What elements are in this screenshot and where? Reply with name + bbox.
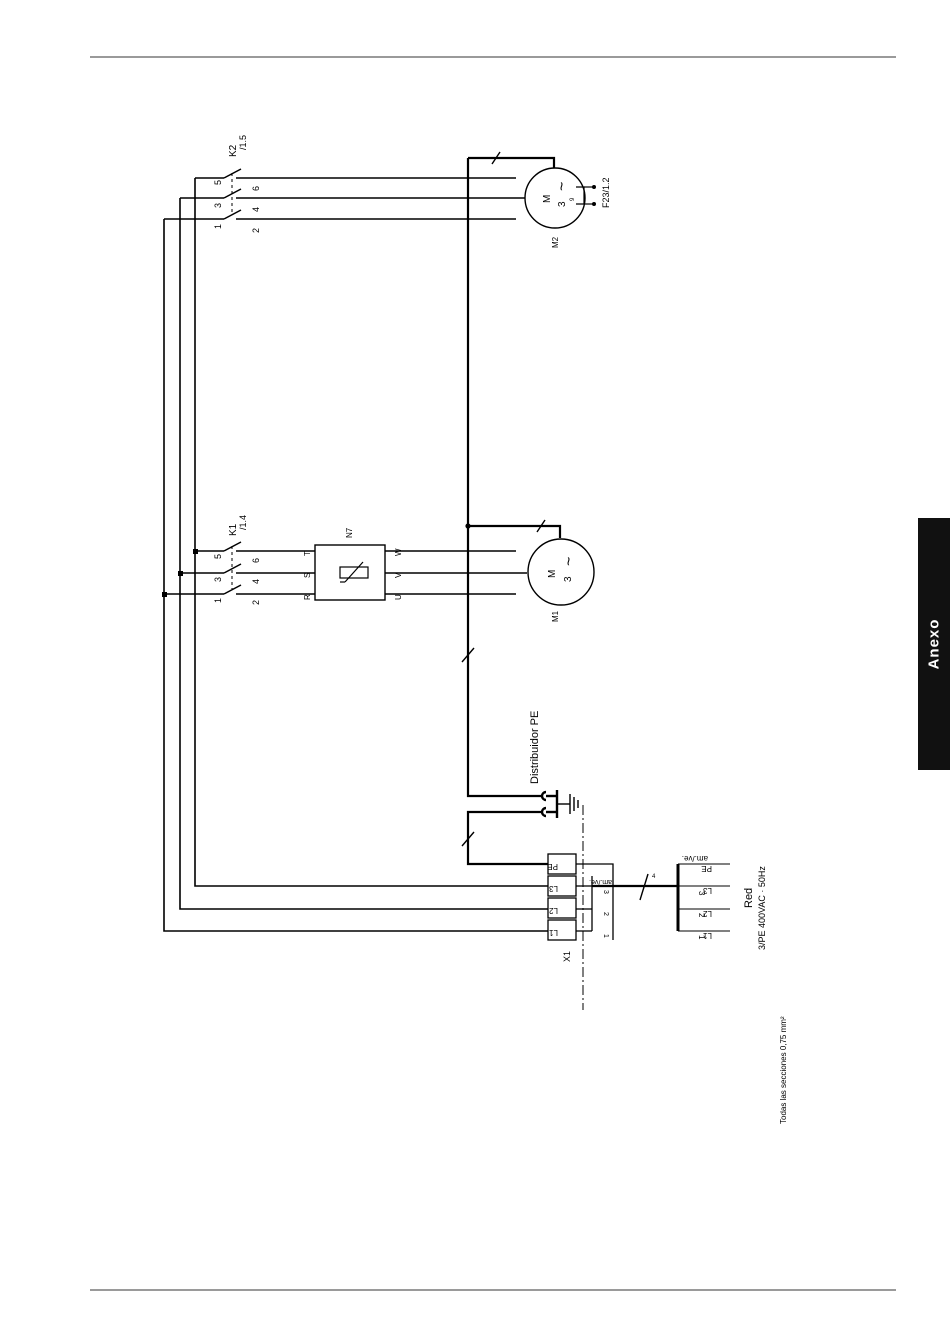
x1-field-2: 2 (602, 912, 609, 916)
pe-x1-wire (468, 812, 548, 864)
supply-number-3: 3 (697, 891, 706, 896)
cross-section-note: Todas las secciones 0,75 mm² (779, 1016, 788, 1124)
supply-terminal-block[interactable]: PE L3 L2 L1 3 2 1 am./ve. Red 3/PE 400VA… (678, 854, 767, 950)
k2-term-6: 6 (251, 186, 261, 191)
pe-m1-wire (468, 526, 560, 538)
n7-label: N7 (345, 527, 354, 538)
x1-field-1: 1 (602, 934, 609, 938)
pe-m2-wire (468, 158, 554, 170)
k1-ref: /1.4 (238, 515, 248, 530)
n7-input-s: S (303, 573, 312, 578)
k1-term-6: 6 (251, 558, 261, 563)
k1-term-3: 3 (213, 577, 223, 582)
k2-term-4: 4 (251, 207, 261, 212)
m1-symbol: M (547, 570, 558, 578)
module-n7[interactable]: T S R W V U N7 (303, 527, 403, 600)
k2-term-3: 3 (213, 203, 223, 208)
n7-input-t: T (303, 551, 312, 556)
motor-m1[interactable]: M ~ 3 M1 (528, 539, 594, 622)
k1-term-1: 1 (213, 598, 223, 603)
pe-main-wire (468, 158, 542, 796)
wire-phase-l3 (195, 178, 548, 886)
m1-label: M1 (551, 610, 560, 622)
k1-term-2: 2 (251, 600, 261, 605)
supply-wire-count: 4 (652, 874, 656, 880)
x1-wire-color: am./ve. (589, 878, 612, 885)
n7-output-w: W (394, 548, 403, 556)
motor-m2[interactable]: M ~ 3 9 F23/1.2 M2 (525, 168, 611, 248)
x1-terminal-l1: L1 (549, 928, 558, 937)
x1-field-3: 3 (602, 890, 609, 894)
terminal-strip-x1[interactable]: PE L3 L2 L1 X1 3 2 1 am./ve. (547, 854, 613, 962)
supply-number-2: 2 (697, 913, 706, 918)
k2-term-5: 5 (213, 180, 223, 185)
supply-label: Red (743, 888, 755, 908)
pe-distributor-label: Distribuidor PE (529, 711, 541, 784)
pe-distributor[interactable]: Distribuidor PE (529, 711, 578, 818)
n7-output-u: U (394, 594, 403, 600)
k2-term-2: 2 (251, 228, 261, 233)
k2-term-1: 1 (213, 224, 223, 229)
m1-phase: 3 (563, 576, 574, 582)
m2-tilde: ~ (554, 182, 571, 191)
n7-input-r: R (303, 594, 312, 600)
pe-wires (468, 158, 678, 886)
supply-number-1: 1 (697, 935, 706, 940)
x1-label: X1 (562, 951, 572, 962)
x1-terminal-l2: L2 (549, 906, 558, 915)
contactor-k1[interactable]: 5 3 1 6 4 2 K1 /1.4 (213, 515, 261, 605)
supply-spec: 3/PE 400VAC · 50Hz (757, 866, 767, 950)
supply-terminal-pe: PE (701, 864, 712, 873)
k1-term-5: 5 (213, 554, 223, 559)
x1-terminal-pe: PE (547, 862, 558, 871)
m2-thermo-ref: F23/1.2 (601, 177, 611, 208)
k1-term-4: 4 (251, 579, 261, 584)
n7-output-v: V (394, 572, 403, 578)
m2-label: M2 (551, 236, 560, 248)
x1-terminal-l3: L3 (549, 884, 558, 893)
k2-ref: /1.5 (238, 135, 248, 150)
m2-phase: 3 (557, 201, 568, 207)
m1-tilde: ~ (561, 557, 578, 566)
supply-wire-color: am./ve. (682, 854, 708, 863)
m2-symbol: M (542, 195, 553, 203)
